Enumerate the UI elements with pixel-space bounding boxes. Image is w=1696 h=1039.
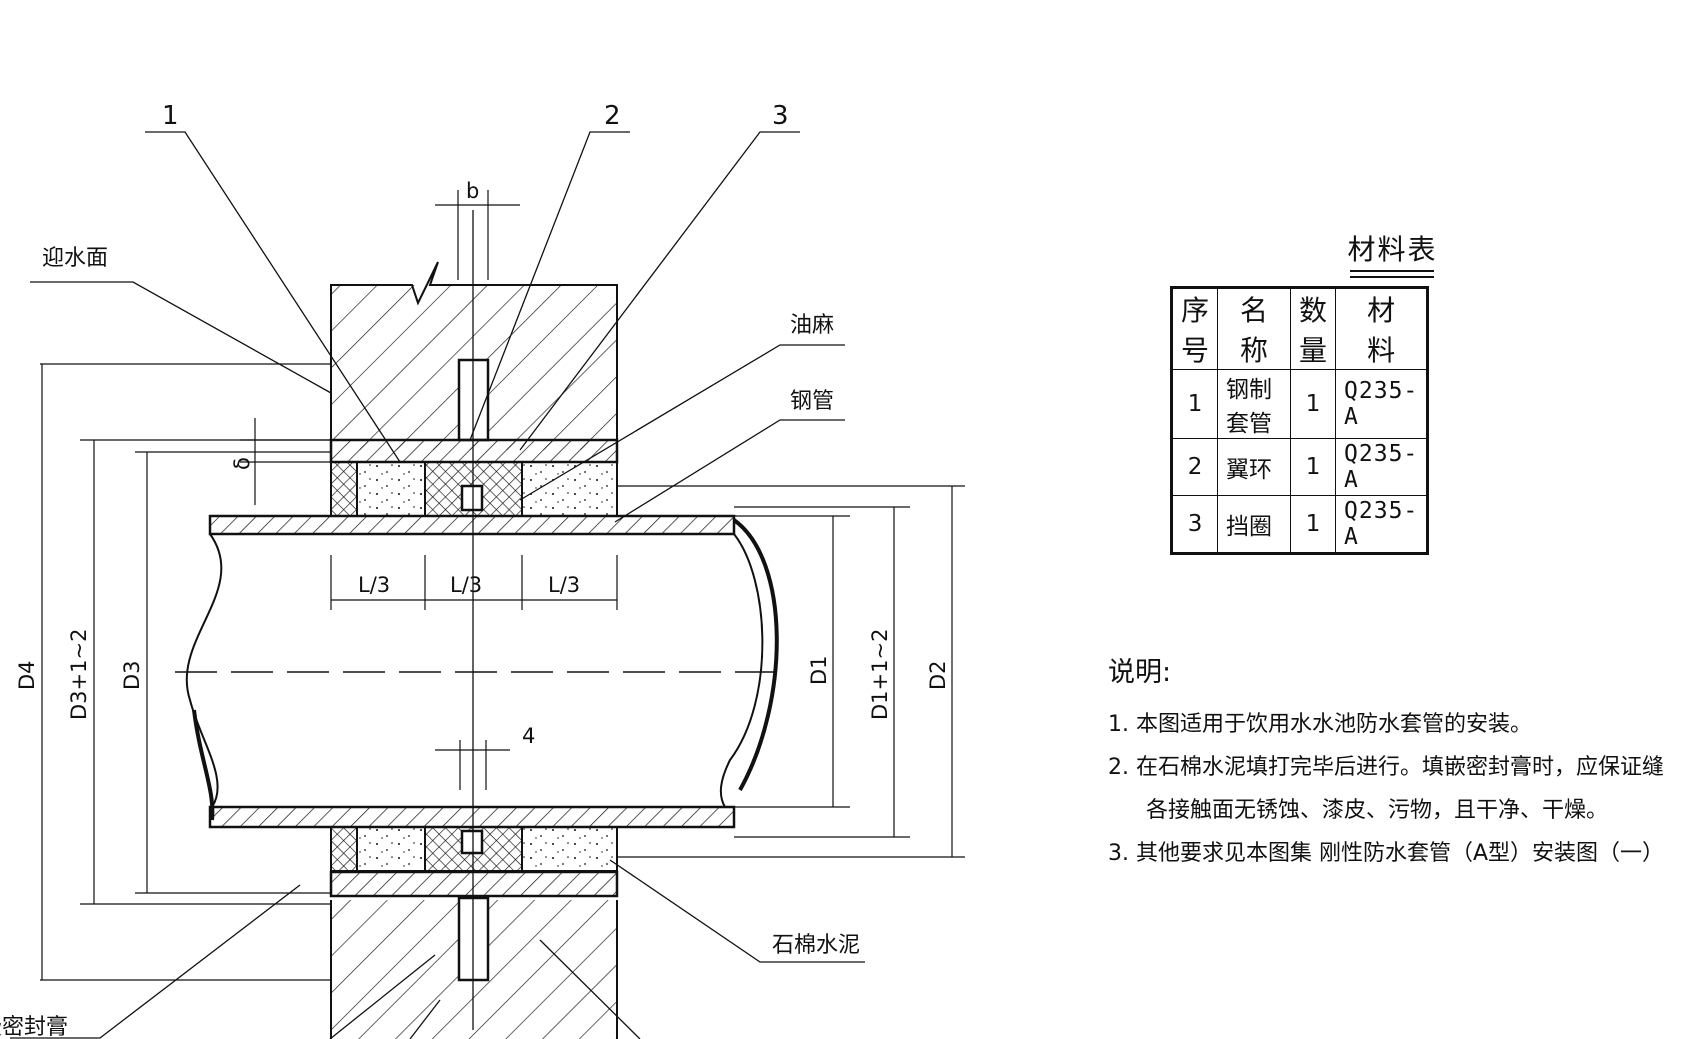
table-row: 1 钢制套管 1 Q235-A [1170, 369, 1429, 439]
dim-third-2: L/3 [450, 573, 482, 597]
cell-name: 挡圈 [1217, 495, 1292, 554]
cell-qty: 1 [1290, 369, 1337, 439]
callout-3: 3 [772, 101, 789, 131]
dim-D4: D4 [15, 660, 39, 690]
table-row: 3 挡圈 1 Q235-A [1170, 495, 1429, 554]
label-steel-pipe: 钢管 [790, 389, 834, 414]
dim-delta: δ [230, 457, 254, 470]
cell-material: Q235-A [1335, 369, 1429, 439]
notes: 说明: 1. 本图适用于饮用水水池防水套管的安装。 2. 在石棉水泥填打完毕后进… [1108, 650, 1696, 875]
col-index: 序号 [1170, 287, 1219, 370]
table-row: 2 翼环 1 Q235-A [1170, 438, 1429, 496]
cell-index: 2 [1170, 438, 1219, 496]
cell-name: 钢制套管 [1217, 369, 1292, 439]
cell-qty: 1 [1290, 495, 1337, 554]
cell-index: 1 [1170, 369, 1219, 439]
dim-third-3: L/3 [548, 573, 580, 597]
cell-name: 翼环 [1217, 438, 1292, 496]
title-underline [1350, 270, 1434, 272]
cell-index: 3 [1170, 495, 1219, 554]
col-name: 名 称 [1217, 287, 1296, 370]
dimension-texts: b δ L/3 L/3 L/3 4 D4 D3+1~2 D3 D1 D1+1~2… [15, 179, 950, 748]
dim-third-1: L/3 [358, 573, 390, 597]
cell-qty: 1 [1290, 438, 1337, 496]
material-table-title: 材料表 [1347, 233, 1438, 266]
label-oil-hemp: 油麻 [790, 313, 834, 338]
table-header-row: 序号 名 称 数量 材 料 [1170, 287, 1429, 370]
note-3: 3. 其他要求见本图集 刚性防水套管（A型）安装图（一） [1108, 841, 1665, 866]
dimension-lines [40, 190, 965, 981]
note-2: 2. 在石棉水泥填打完毕后进行。填嵌密封膏时，应保证缝 [1108, 755, 1664, 780]
note-2-continued: 各接触面无锈蚀、漆皮、污物，且干净、干燥。 [1146, 798, 1609, 823]
material-table: 序号 名 称 数量 材 料 1 钢制套管 1 Q235-A 2 翼环 1 Q23… [1170, 286, 1430, 555]
callouts: 1 2 3 [162, 101, 789, 131]
cell-material: Q235-A [1335, 495, 1429, 554]
leader-lines [10, 131, 865, 1039]
steel-pipe [175, 210, 780, 1030]
dim-D1-plus: D1+1~2 [868, 629, 892, 720]
col-material: 材 料 [1335, 287, 1429, 370]
dim-gap: 4 [522, 724, 535, 748]
label-sealant: 嵌密封膏 [0, 1015, 68, 1039]
note-1: 1. 本图适用于饮用水水池防水套管的安装。 [1108, 712, 1532, 737]
callout-1: 1 [162, 101, 179, 131]
dim-b: b [466, 179, 479, 203]
part-labels: 迎水面 油麻 钢管 石棉水泥 嵌密封膏 [0, 246, 860, 1039]
dim-D1: D1 [807, 655, 831, 685]
title-underline-2 [1350, 276, 1434, 278]
dim-D3: D3 [120, 660, 144, 690]
dim-D2: D2 [926, 660, 950, 690]
callout-2: 2 [604, 101, 621, 131]
cell-material: Q235-A [1335, 438, 1429, 496]
label-asbestos-cement: 石棉水泥 [772, 933, 860, 958]
notes-title: 说明: [1108, 657, 1172, 688]
dim-D3-plus: D3+1~2 [67, 629, 91, 720]
label-water-face: 迎水面 [42, 246, 108, 271]
col-qty: 数量 [1290, 287, 1337, 370]
